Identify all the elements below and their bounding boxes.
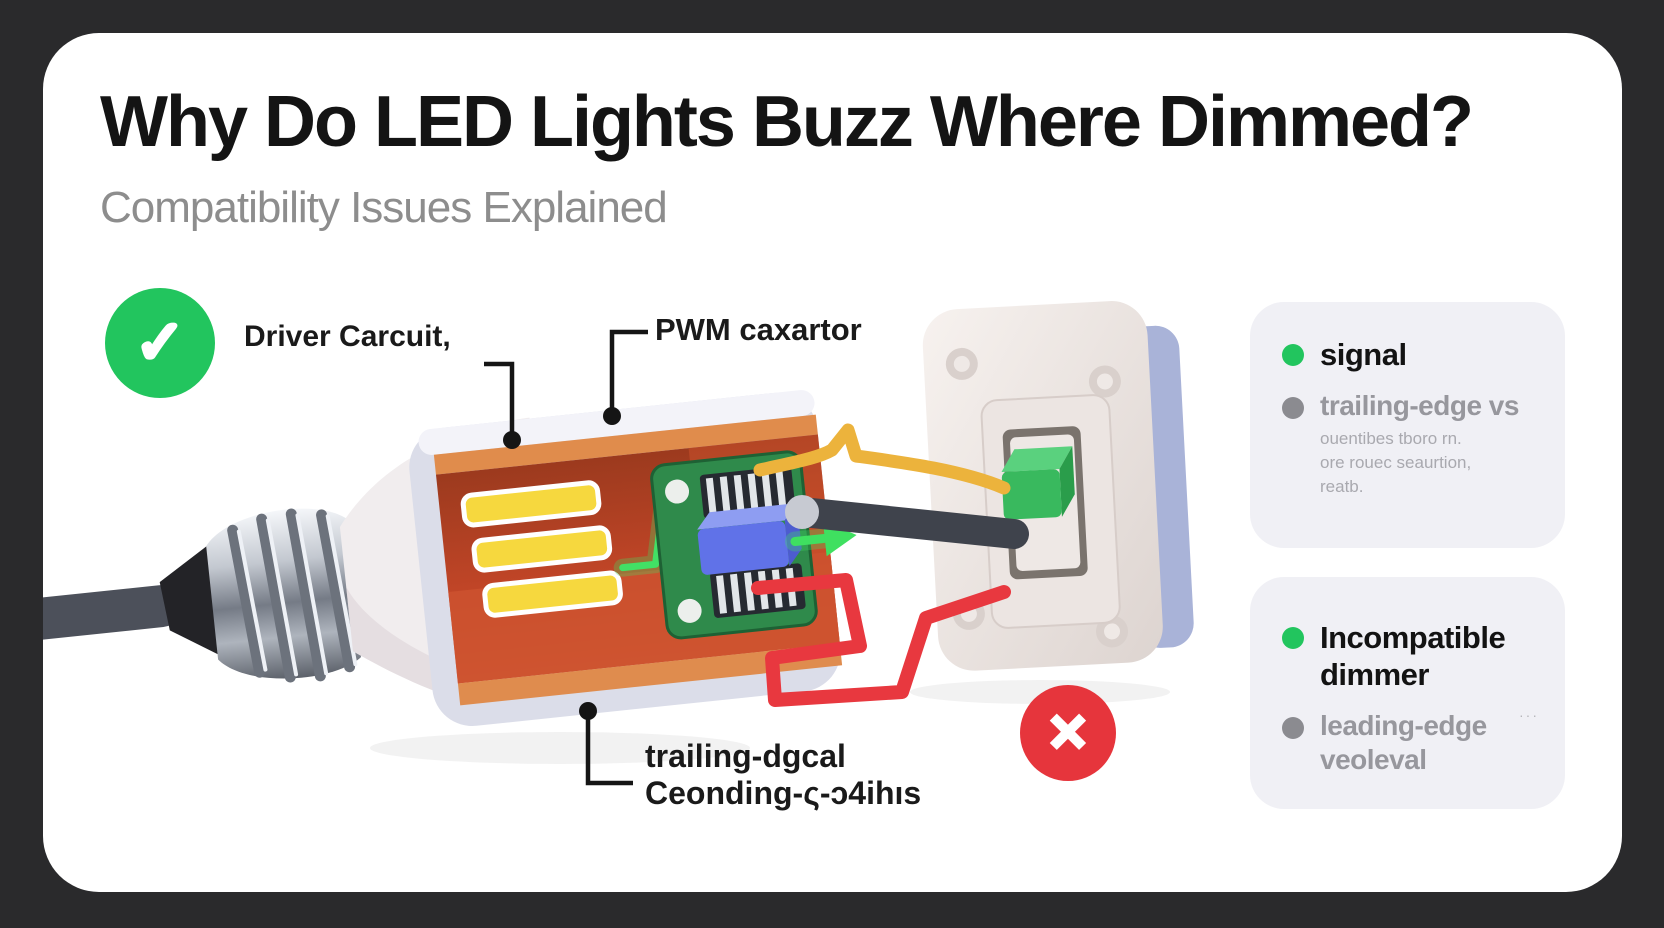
list-item: trailing-edge vs ouentibes tboro rn. ore…: [1282, 389, 1541, 499]
label-driver-circuit: Driver Carcuit,: [244, 320, 451, 353]
wires: [751, 423, 1029, 707]
led-dimmer-illustration: [43, 301, 1194, 786]
label-trailing-edge-line2: Ceonding-ς-ɔ4ihıs: [645, 775, 922, 811]
note-dots: ···: [1519, 707, 1539, 723]
wire-yellow: [753, 423, 1011, 495]
green-bullet-icon: [1282, 344, 1304, 366]
list-item: Incompatible dimmer: [1282, 619, 1541, 693]
detail-line: ouentibes tboro rn.: [1320, 429, 1462, 448]
leader-bottom: [579, 702, 633, 786]
pwm-chip: [697, 503, 802, 575]
leader-driver: [484, 361, 521, 449]
gray-bullet-icon: [1282, 397, 1304, 419]
gray-bullet-icon: [1282, 717, 1304, 739]
power-cable: [43, 585, 183, 645]
panel-item-detail: ouentibes tboro rn. ore rouec seaurtion,…: [1320, 427, 1519, 499]
dimmer-switch: [922, 301, 1194, 671]
page-title: Why Do LED Lights Buzz Where Dimmed?: [100, 82, 1474, 162]
label-trailing-edge: trailing-dgcal Ceonding-ς-ɔ4ihıs: [645, 738, 921, 812]
wire-red: [751, 573, 1011, 707]
led-bulb-cutaway: [43, 390, 857, 727]
module-shadow: [370, 732, 750, 764]
green-bullet-icon: [1282, 627, 1304, 649]
infographic-card: Why Do LED Lights Buzz Where Dimmed? Com…: [43, 33, 1622, 892]
green-terminal-button: [1001, 446, 1075, 520]
label-pwm-capacitor: PWM caxartor: [655, 312, 862, 347]
panel-item-title: leading-edge veoleval: [1320, 710, 1487, 775]
cable-connector: [785, 495, 819, 529]
leader-lines: [484, 329, 648, 786]
incompatible-x-icon: ✕: [1020, 685, 1116, 781]
list-item: leading-edge veoleval: [1282, 709, 1541, 777]
detail-line: reatb.: [1320, 477, 1364, 496]
panel-item-title: trailing-edge vs: [1320, 390, 1519, 421]
panel-item-title: signal: [1320, 337, 1407, 372]
led-strips: [460, 480, 623, 618]
page-subtitle: Compatibility Issues Explained: [100, 183, 668, 232]
panel-signal-comparison: signal trailing-edge vs ouentibes tboro …: [1250, 302, 1565, 548]
label-trailing-edge-line1: trailing-dgcal: [645, 738, 846, 774]
driver-pcb: [650, 450, 818, 640]
compatible-check-icon: ✓: [105, 288, 215, 398]
pcb-hole: [665, 479, 690, 504]
neutral-cable: [787, 497, 1029, 549]
list-item: signal: [1282, 336, 1541, 373]
panel-item-title: Incompatible dimmer: [1320, 620, 1506, 692]
leader-pwm: [603, 329, 648, 425]
pcb-hole: [677, 598, 702, 623]
panel-incompatible-dimmer: Incompatible dimmer leading-edge veoleva…: [1250, 577, 1565, 809]
screw-threads: [227, 508, 358, 683]
switch-shadow: [910, 680, 1170, 704]
detail-line: ore rouec seaurtion,: [1320, 453, 1472, 472]
